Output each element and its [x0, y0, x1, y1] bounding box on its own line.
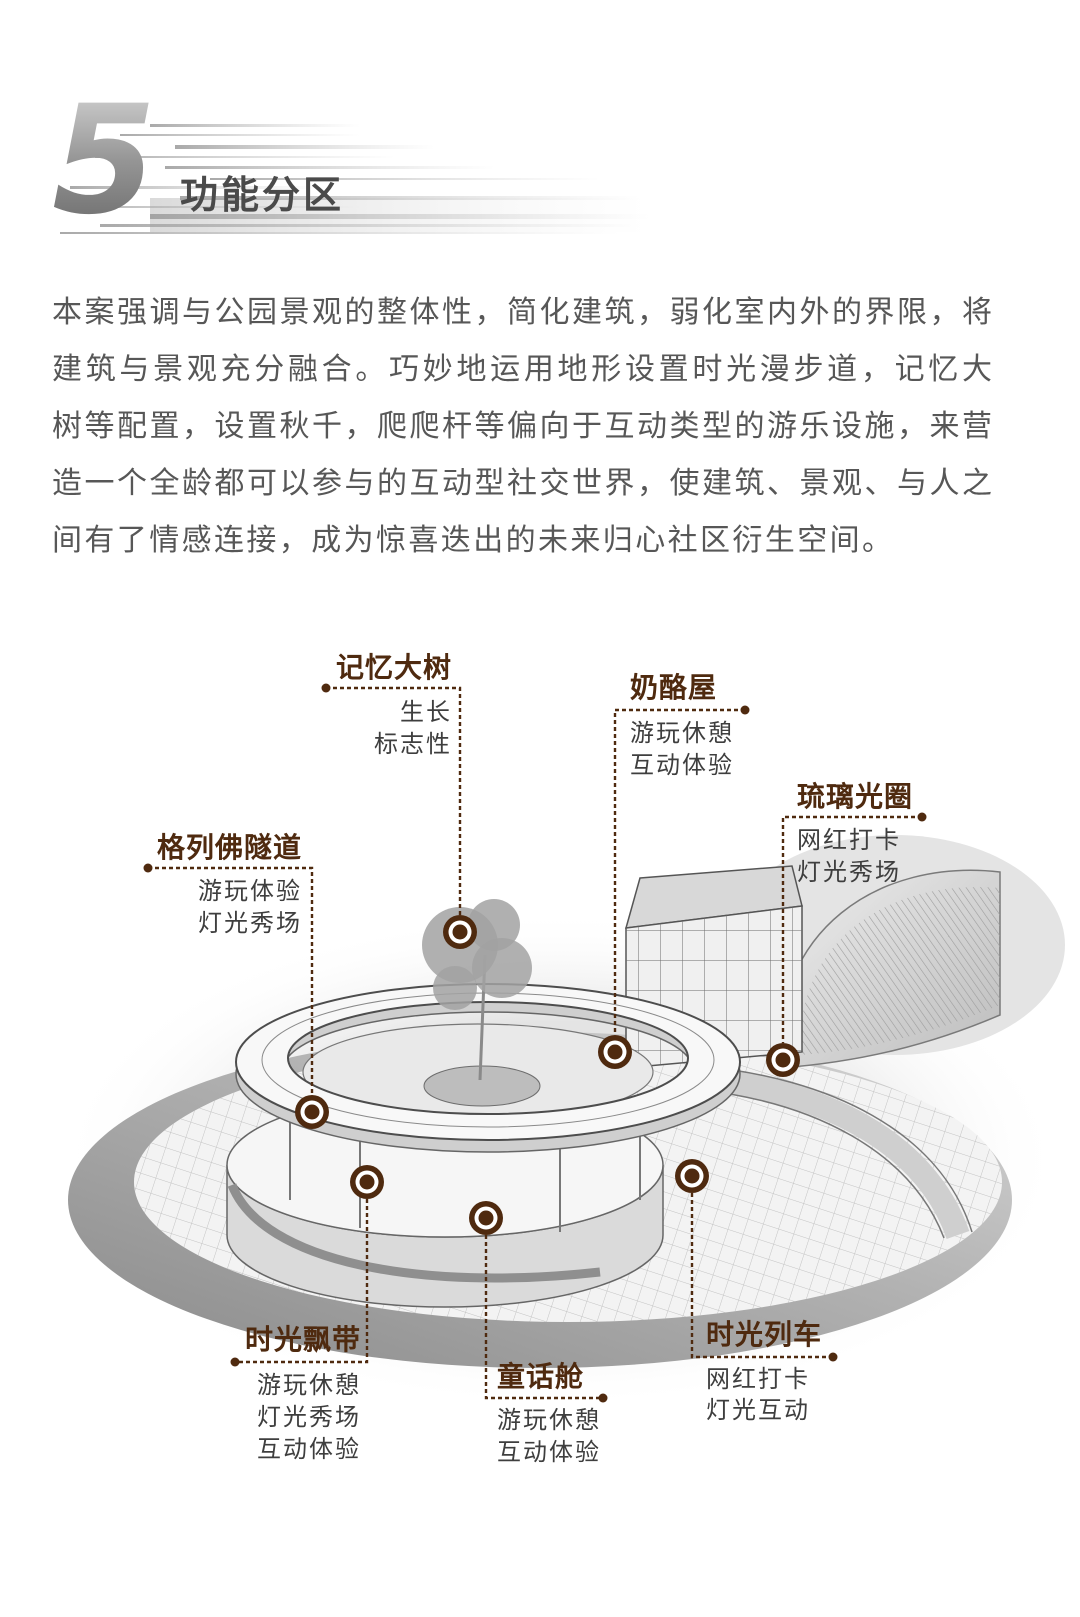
callout-line: 互动体验	[497, 1438, 601, 1466]
streak-line	[150, 214, 650, 219]
callout-lines-memory-tree: 生长 标志性	[374, 696, 452, 760]
streak-line	[60, 206, 360, 208]
time-ribbon-band	[227, 1183, 601, 1283]
callout-lines-glass-halo: 网红打卡 灯光秀场	[797, 824, 901, 888]
tree-canopy	[468, 899, 520, 951]
header-streaks	[60, 124, 650, 234]
marker-glass-halo	[766, 1043, 800, 1077]
streak-line	[100, 224, 640, 227]
callout-lines-cheese-house: 游玩休憩 互动体验	[630, 717, 734, 781]
train-track-edge	[699, 1065, 973, 1233]
callout-title-cheese-house: 奶酪屋	[630, 671, 718, 704]
marker-fairy-cabin	[469, 1201, 503, 1235]
leader-fairy-cabin	[484, 1235, 603, 1400]
streak-line	[210, 178, 600, 180]
leader-memory-tree	[326, 686, 462, 915]
intro-line: 间有了情感连接，成为惊喜迭出的未来归心社区衍生空间。	[52, 523, 895, 558]
callout-line: 灯光秀场	[797, 858, 901, 886]
streak-line	[165, 166, 495, 169]
callout-title-time-train: 时光列车	[706, 1318, 823, 1351]
marker-time-train	[675, 1159, 709, 1193]
callout-title-memory-tree: 记忆大树	[335, 651, 452, 684]
callout-line: 游玩休憩	[630, 719, 734, 747]
callout-line: 游玩休憩	[257, 1371, 361, 1399]
callout-lines-gulliver-tunnel: 游玩体验 灯光秀场	[198, 875, 302, 939]
tree-canopy	[472, 938, 532, 998]
leader-time-train	[690, 1193, 833, 1359]
leader-dot-fairy-cabin	[598, 1393, 608, 1403]
marker-memory-tree	[443, 915, 477, 949]
raised-garden-planting	[799, 886, 1000, 1055]
callout-title-glass-halo: 琉璃光圈	[797, 780, 914, 813]
marker-time-ribbon	[350, 1165, 384, 1199]
intro-line: 造一个全龄都可以参与的互动型社交世界，使建筑、景观、与人之	[52, 466, 992, 501]
streak-line	[60, 232, 620, 234]
leader-gulliver-tunnel	[148, 866, 314, 1095]
leader-dot-glass-halo	[917, 812, 927, 822]
section-number: 5	[52, 74, 156, 248]
callout-lines-time-train: 网红打卡 灯光互动	[706, 1364, 810, 1426]
streak-line	[70, 186, 320, 189]
intro-paragraph: 本案强调与公园景观的整体性，简化建筑，弱化室内外的界限，将 建筑与景观充分融合。…	[52, 284, 992, 569]
streak-line	[180, 196, 640, 200]
callout-title-gulliver-tunnel: 格列佛隧道	[156, 831, 302, 864]
callout-line: 灯光秀场	[198, 909, 302, 937]
marker-cheese-house	[598, 1035, 632, 1069]
leader-dot-time-train	[828, 1352, 838, 1362]
callout-line: 灯光互动	[706, 1396, 810, 1424]
intro-line: 建筑与景观充分融合。巧妙地运用地形设置时光漫步道，记忆大	[52, 352, 992, 387]
callout-line: 互动体验	[630, 751, 734, 779]
callout-lines-time-ribbon: 游玩休憩 灯光秀场 互动体验	[257, 1369, 361, 1465]
callout-line: 网红打卡	[797, 826, 901, 854]
intro-line: 树等配置，设置秋千，爬爬杆等偏向于互动类型的游乐设施，来营	[52, 409, 992, 444]
leader-dot-time-ribbon	[230, 1357, 240, 1367]
leader-glass-halo	[781, 815, 922, 1043]
streak-line	[175, 145, 435, 149]
intro-line: 本案强调与公园景观的整体性，简化建筑，弱化室内外的界限，将	[52, 295, 992, 330]
callout-title-fairy-cabin: 童话舱	[497, 1360, 585, 1393]
callout-line: 生长	[400, 698, 452, 726]
callout-line: 互动体验	[257, 1435, 361, 1463]
leader-time-ribbon	[235, 1199, 369, 1364]
halo-ring	[234, 983, 742, 1141]
streak-line	[150, 124, 360, 127]
callout-line: 游玩休憩	[497, 1406, 601, 1434]
callout-title-time-ribbon: 时光飘带	[245, 1323, 362, 1356]
tree-canopy	[433, 966, 477, 1010]
streak-line	[95, 156, 395, 158]
marker-gulliver-tunnel	[295, 1095, 329, 1129]
leader-cheese-house	[613, 708, 745, 1035]
callout-lines-fairy-cabin: 游玩休憩 互动体验	[497, 1404, 601, 1468]
leader-dot-memory-tree	[321, 683, 331, 693]
leader-dot-cheese-house	[740, 705, 750, 715]
section-title: 功能分区	[180, 173, 345, 217]
streak-line	[120, 134, 360, 136]
train-track-deck	[698, 1066, 970, 1240]
train-track-edge	[699, 1089, 945, 1239]
callout-line: 游玩体验	[198, 877, 302, 905]
callout-line: 网红打卡	[706, 1365, 810, 1393]
callout-line: 标志性	[374, 730, 452, 758]
callout-line: 灯光秀场	[257, 1403, 361, 1431]
leader-dot-gulliver-tunnel	[143, 863, 153, 873]
